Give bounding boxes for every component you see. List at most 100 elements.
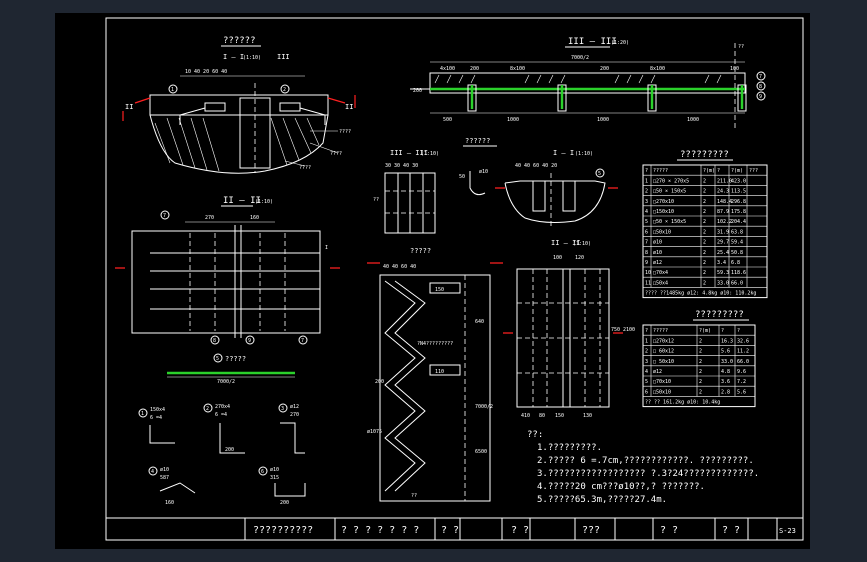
svg-text:6 =4: 6 =4 xyxy=(150,415,162,421)
table-cell: □150x10 xyxy=(653,209,674,215)
title-block-name: ?????????? xyxy=(253,525,313,536)
bar-shapes: 1 150x4 6 =4 2 270x4 6 =4 200 3 ø12 270 … xyxy=(138,403,306,506)
svg-text:(1:10): (1:10) xyxy=(255,199,273,205)
table-cell: □50 × 150x5 xyxy=(653,189,686,195)
table-cell: □70x4 xyxy=(653,270,668,276)
table-cell: □70x10 xyxy=(653,379,671,385)
table-header: ? xyxy=(717,168,720,174)
svg-text:6500: 6500 xyxy=(475,449,487,455)
svg-text:160: 160 xyxy=(165,500,174,506)
note-line-2: 2.????? 6 =.7cm,????????????. ?????????. xyxy=(537,456,754,466)
table-cell: ø12 xyxy=(653,260,662,266)
svg-text:8: 8 xyxy=(213,338,216,344)
svg-text:200: 200 xyxy=(375,379,384,385)
table-cell: □50x10 xyxy=(653,389,671,395)
cad-drawing: ?????? I — I (1:10) III 10 40 20 60 40 I… xyxy=(105,17,804,541)
drawing-sheet: ?????? I — I (1:10) III 10 40 20 60 40 I… xyxy=(55,13,810,549)
table-cell: 4.8 xyxy=(721,369,730,375)
table-cell: 2 xyxy=(703,280,706,286)
callout-tree1: ???? xyxy=(339,129,351,135)
svg-text:200: 200 xyxy=(280,500,289,506)
table-cell: 1 xyxy=(645,178,648,184)
table-cell: 63.8 xyxy=(731,229,743,235)
table-cell: 2 xyxy=(699,379,702,385)
table-cell: 4 xyxy=(645,209,648,215)
table-cell: 59.4 xyxy=(731,240,743,246)
svg-text:3: 3 xyxy=(281,406,284,412)
svg-text:130: 130 xyxy=(583,413,592,419)
svg-text:II: II xyxy=(345,103,353,111)
svg-text:??: ?? xyxy=(738,44,744,50)
svg-text:ø10: ø10 xyxy=(160,467,169,473)
long-seg-dims: 4x100 200 8x100 200 8x100 100 xyxy=(440,66,739,72)
table-header: ? xyxy=(645,168,648,174)
svg-text:7000/2: 7000/2 xyxy=(217,379,235,385)
svg-text:2100: 2100 xyxy=(623,327,635,333)
table-cell: 2 xyxy=(703,260,706,266)
svg-text:200: 200 xyxy=(470,66,479,72)
title-sec-ii-ii: II — II xyxy=(223,196,261,206)
svg-text:9: 9 xyxy=(759,94,762,100)
svg-text:7: 7 xyxy=(759,74,762,80)
table-cell: 9.6 xyxy=(737,369,746,375)
table-cell: 2 xyxy=(699,359,702,365)
notes-heading: ??: xyxy=(527,430,543,440)
table-cell: 5.6 xyxy=(721,349,730,355)
svg-text:2: 2 xyxy=(283,87,286,93)
table-cell: 7 xyxy=(645,240,648,246)
drawing-border xyxy=(105,17,804,541)
svg-text:??: ?? xyxy=(411,493,417,499)
svg-text:(1:10): (1:10) xyxy=(573,241,591,247)
svg-text:6: 6 xyxy=(261,469,264,475)
table-cell: 3 xyxy=(645,199,648,205)
table-cell: 59.3 xyxy=(717,270,729,276)
svg-text:500: 500 xyxy=(443,117,452,123)
table-cell: 9 xyxy=(645,260,648,266)
table-cell: 2 xyxy=(703,250,706,256)
title-block-c6: ? ? xyxy=(722,525,740,536)
title-sec-i-i-top: I — I xyxy=(223,53,244,61)
table-cell: 29.7 xyxy=(717,240,729,246)
svg-text:2: 2 xyxy=(206,406,209,412)
svg-text:8x100: 8x100 xyxy=(510,66,525,72)
table-cell: 8 xyxy=(645,250,648,256)
title-block-c3: ? ? xyxy=(511,525,529,536)
table-cell: 5 xyxy=(645,379,648,385)
table-header: ? xyxy=(721,328,724,334)
table-footer: ???? ??1485kg ø12: 4.8kg ø10: 110.2kg xyxy=(645,291,756,297)
svg-text:5: 5 xyxy=(216,356,219,362)
svg-text:100: 100 xyxy=(730,66,739,72)
svg-text:(1:10): (1:10) xyxy=(421,151,439,157)
table-cell: □ 60x12 xyxy=(653,349,674,355)
table-cell: 118.6 xyxy=(731,270,746,276)
table-cell: 33.0 xyxy=(721,359,733,365)
table-cell: 33.0 xyxy=(717,280,729,286)
table-cell: 2 xyxy=(703,199,706,205)
table-header: ?(m) xyxy=(731,168,743,174)
svg-text:I: I xyxy=(325,245,328,251)
note-line-1: 1.?????????. xyxy=(537,443,602,453)
title-sec-i-i-right: I — I xyxy=(553,149,574,157)
svg-text:4: 4 xyxy=(151,469,154,475)
table-cell: 2 xyxy=(703,240,706,246)
table-cell: □50x4 xyxy=(653,280,668,286)
title-sec-iii-iii-small: III — III xyxy=(390,149,428,157)
title-block: ?????????? ? ? ? ? ? ? ? ? ? ? ? ??? ? ?… xyxy=(244,518,796,540)
table-cell: 66.0 xyxy=(737,359,749,365)
svg-text:(1:10): (1:10) xyxy=(243,55,261,61)
table-cell: 296.8 xyxy=(731,199,746,205)
svg-text:7: 7 xyxy=(163,213,166,219)
title-block-c1: ? ? ? ? ? ? ? xyxy=(341,525,419,536)
svg-text:120: 120 xyxy=(575,255,584,261)
table-cell: 2 xyxy=(703,189,706,195)
table-cell: 2 xyxy=(645,349,648,355)
table-cell: 6 xyxy=(645,389,648,395)
svg-text:7: 7 xyxy=(301,338,304,344)
svg-text:160: 160 xyxy=(250,215,259,221)
svg-text:1000: 1000 xyxy=(507,117,519,123)
svg-text:1: 1 xyxy=(141,411,144,417)
title-block-c4: ??? xyxy=(582,525,600,536)
plan-ii-outline xyxy=(131,230,321,334)
table-cell: □50x10 xyxy=(653,229,671,235)
table-cell: 11 xyxy=(645,280,651,286)
